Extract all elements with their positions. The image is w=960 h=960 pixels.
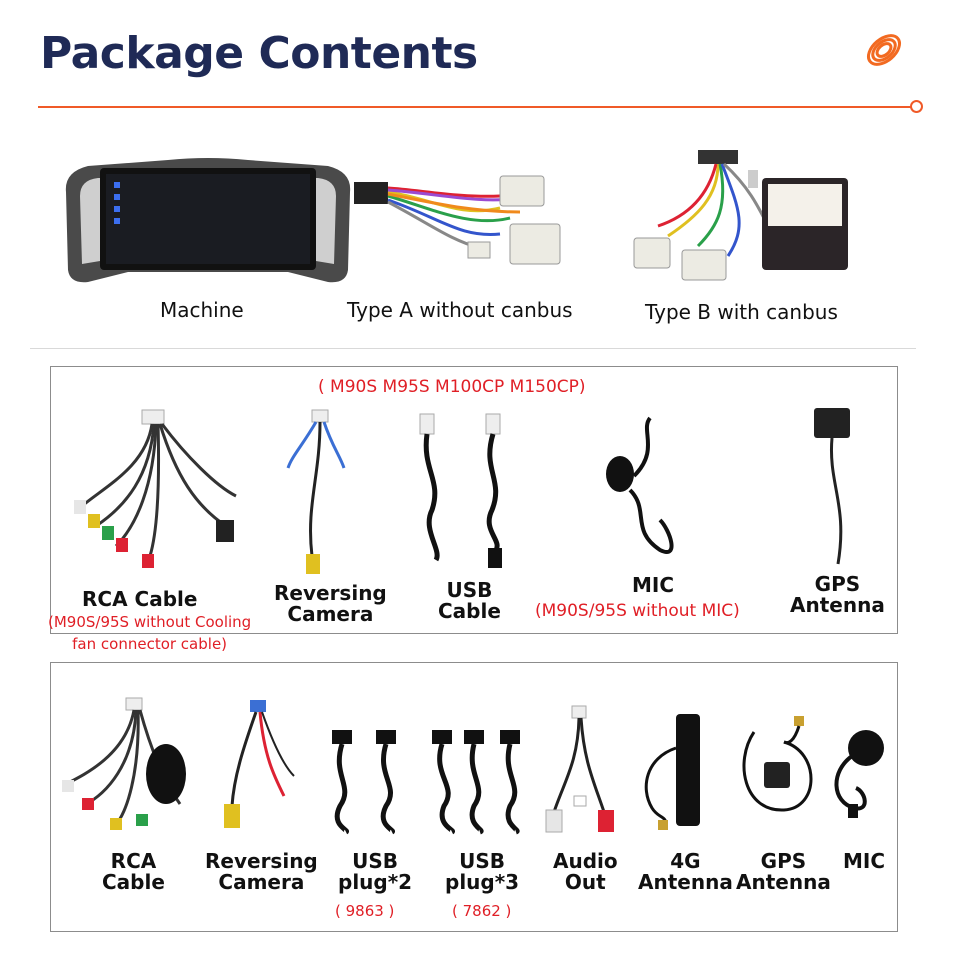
s1-usb-label-line2: Cable: [438, 599, 501, 623]
s1-gps-label-line2: Antenna: [790, 593, 885, 617]
s1-usb-label-line1: USB: [446, 578, 493, 602]
s2-gps-label-line1: GPS: [760, 849, 807, 873]
s2-audio-label-line1: Audio: [553, 849, 618, 873]
s2-4g-label-line2: Antenna: [638, 870, 733, 894]
s1-rca-note-line1: (M90S/95S without Cooling: [48, 613, 252, 631]
s2-camera-label: Reversing Camera: [205, 851, 318, 893]
header-rule-dot: [910, 100, 923, 113]
type-b-harness-image: [633, 150, 848, 281]
type-b-label: Type B with canbus: [645, 300, 838, 324]
s1-rca-note-line2: fan connector cable): [72, 635, 228, 653]
section-divider: [30, 348, 916, 349]
s1-rca-label-line1: RCA Cable: [82, 587, 198, 611]
s2-usb2-label-line1: USB: [352, 849, 398, 873]
reversing-camera-image: [286, 409, 346, 574]
gps-antenna-image: [814, 408, 850, 565]
s2-usb3-note: ( 7862 ): [452, 902, 512, 920]
s1-gps-label: GPS Antenna: [790, 574, 885, 616]
s2-usb2-label: USB plug*2: [338, 851, 412, 893]
s1-rca-label: RCA Cable: [82, 589, 197, 610]
header-rule: [38, 106, 912, 108]
s2-audio-label: Audio Out: [553, 851, 618, 893]
s1-rca-note: (M90S/95S without Cooling fan connector …: [48, 611, 251, 655]
brand-logo: [867, 34, 901, 66]
reversing-camera-image-2: [224, 700, 295, 828]
usb-plug-2-image: [332, 730, 396, 835]
rca-cable-image-2: [62, 697, 186, 830]
s2-camera-label-line1: Reversing: [205, 849, 318, 873]
s1-mic-note: (M90S/95S without MIC): [535, 601, 740, 621]
s1-camera-label: Reversing Camera: [274, 583, 387, 625]
usb-plug-3-image: [432, 730, 520, 835]
s2-usb3-label-line2: plug*3: [445, 870, 520, 894]
usb-cable-image: [419, 413, 502, 568]
s2-4g-label: 4G Antenna: [638, 851, 733, 893]
s2-rca-label-line1: RCA: [110, 849, 157, 873]
mic-image: [606, 416, 674, 554]
machine-image: [65, 158, 351, 283]
s1-gps-label-line1: GPS: [814, 572, 861, 596]
s2-gps-label: GPS Antenna: [736, 851, 831, 893]
type-a-harness-image: [354, 175, 561, 265]
s2-audio-label-line2: Out: [564, 870, 606, 894]
page-title: Package Contents: [40, 28, 478, 79]
rca-cable-image: [74, 409, 237, 568]
s2-usb3-label-line1: USB: [459, 849, 505, 873]
accessories-box-standard: [50, 662, 898, 932]
s1-mic-label: MIC: [632, 573, 675, 597]
audio-out-image: [545, 705, 614, 833]
s2-rca-label-line2: Cable: [102, 870, 165, 894]
gps-antenna-image-2: [742, 716, 813, 812]
s2-usb2-label-line2: plug*2: [338, 870, 413, 894]
s1-usb-label: USB Cable: [438, 580, 501, 622]
machine-label: Machine: [160, 298, 244, 322]
s2-4g-label-line1: 4G: [670, 849, 701, 873]
models-heading: ( M90S M95S M100CP M150CP): [318, 377, 586, 397]
s2-mic-label: MIC: [843, 849, 886, 873]
4g-antenna-image: [644, 714, 700, 830]
s2-usb2-note: ( 9863 ): [335, 902, 395, 920]
accessories-box-models: [50, 366, 898, 634]
s2-camera-label-line2: Camera: [218, 870, 305, 894]
s2-usb3-label: USB plug*3: [445, 851, 519, 893]
s1-camera-label-line2: Camera: [287, 602, 374, 626]
mic-image-2: [834, 730, 884, 818]
s1-camera-label-line1: Reversing: [274, 581, 387, 605]
s2-gps-label-line2: Antenna: [736, 870, 831, 894]
type-a-label: Type A without canbus: [347, 298, 573, 322]
s2-rca-label: RCA Cable: [102, 851, 165, 893]
